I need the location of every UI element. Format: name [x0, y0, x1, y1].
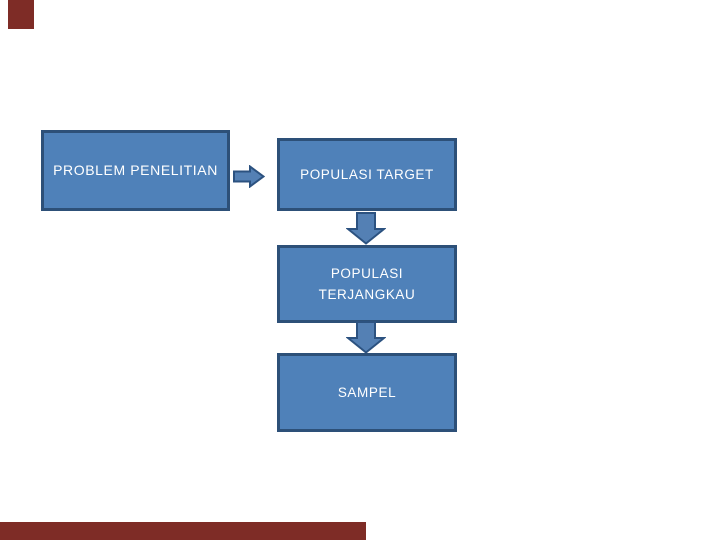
- diagram-node-problem-penelitian: PROBLEM PENELITIAN: [41, 130, 230, 211]
- node-label-populasi-terjangkau-line2: TERJANGKAU: [318, 287, 416, 302]
- slide-accent-top-bar: [8, 0, 34, 29]
- arrow-right-icon: [233, 165, 265, 188]
- node-label-populasi-terjangkau-line1: POPULASI: [330, 266, 404, 281]
- diagram-node-sampel: SAMPEL: [277, 353, 457, 432]
- diagram-node-populasi-target: POPULASI TARGET: [277, 138, 457, 211]
- slide-accent-bottom-bar: [0, 522, 366, 540]
- arrow-down-icon: [346, 321, 386, 354]
- diagram-node-populasi-terjangkau: POPULASI TERJANGKAU: [277, 245, 457, 323]
- node-label-sampel: SAMPEL: [337, 385, 397, 400]
- node-label-populasi-target: POPULASI TARGET: [300, 167, 434, 182]
- arrow-down-icon: [346, 212, 386, 245]
- node-label-problem-penelitian: PROBLEM PENELITIAN: [53, 162, 218, 178]
